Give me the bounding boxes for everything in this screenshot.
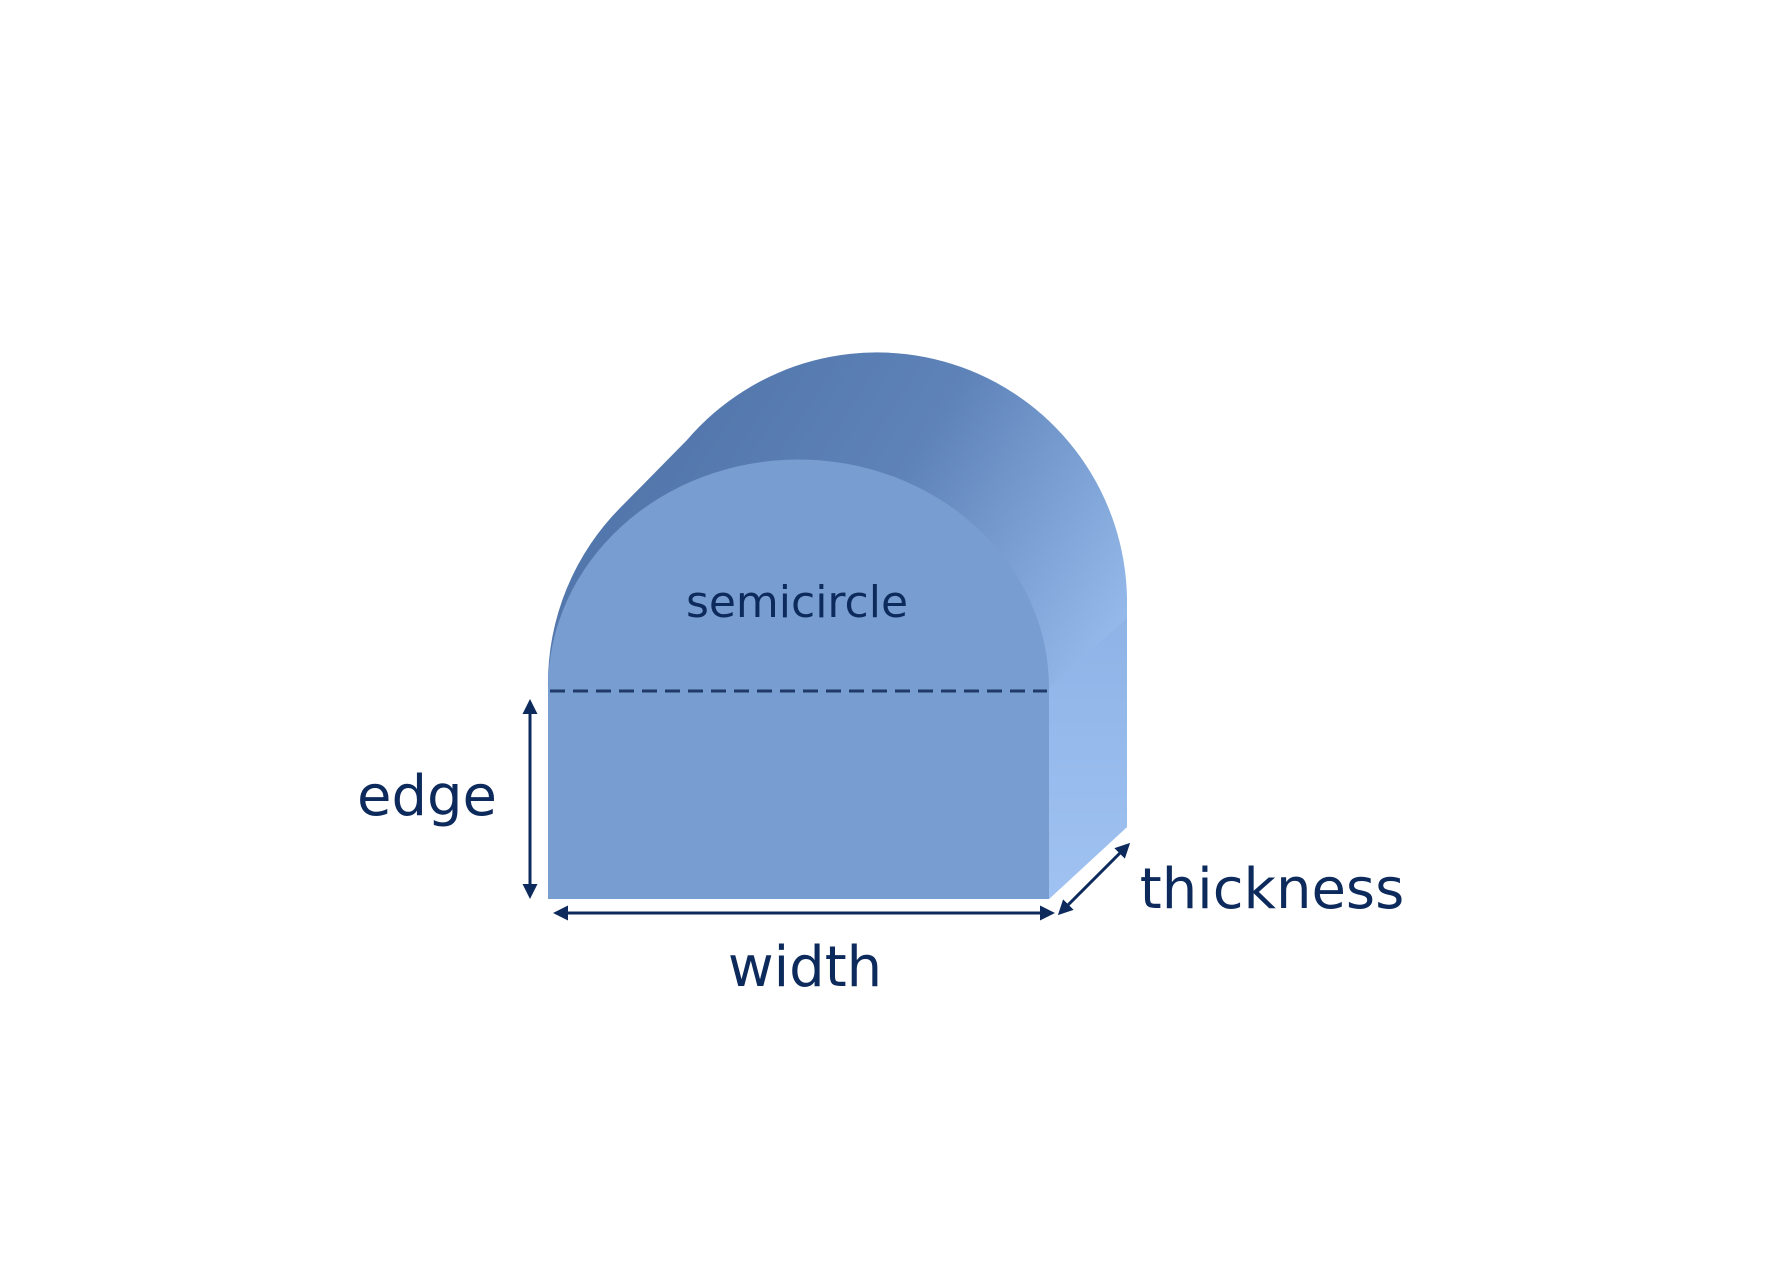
front-face (548, 459, 1049, 899)
thickness-label: thickness (1140, 857, 1405, 922)
side-face (1049, 618, 1127, 899)
width-label: width (728, 935, 882, 1000)
edge-label: edge (357, 764, 497, 829)
thickness-dimension-arrow (1057, 842, 1131, 916)
semicircle-label: semicircle (686, 577, 908, 628)
